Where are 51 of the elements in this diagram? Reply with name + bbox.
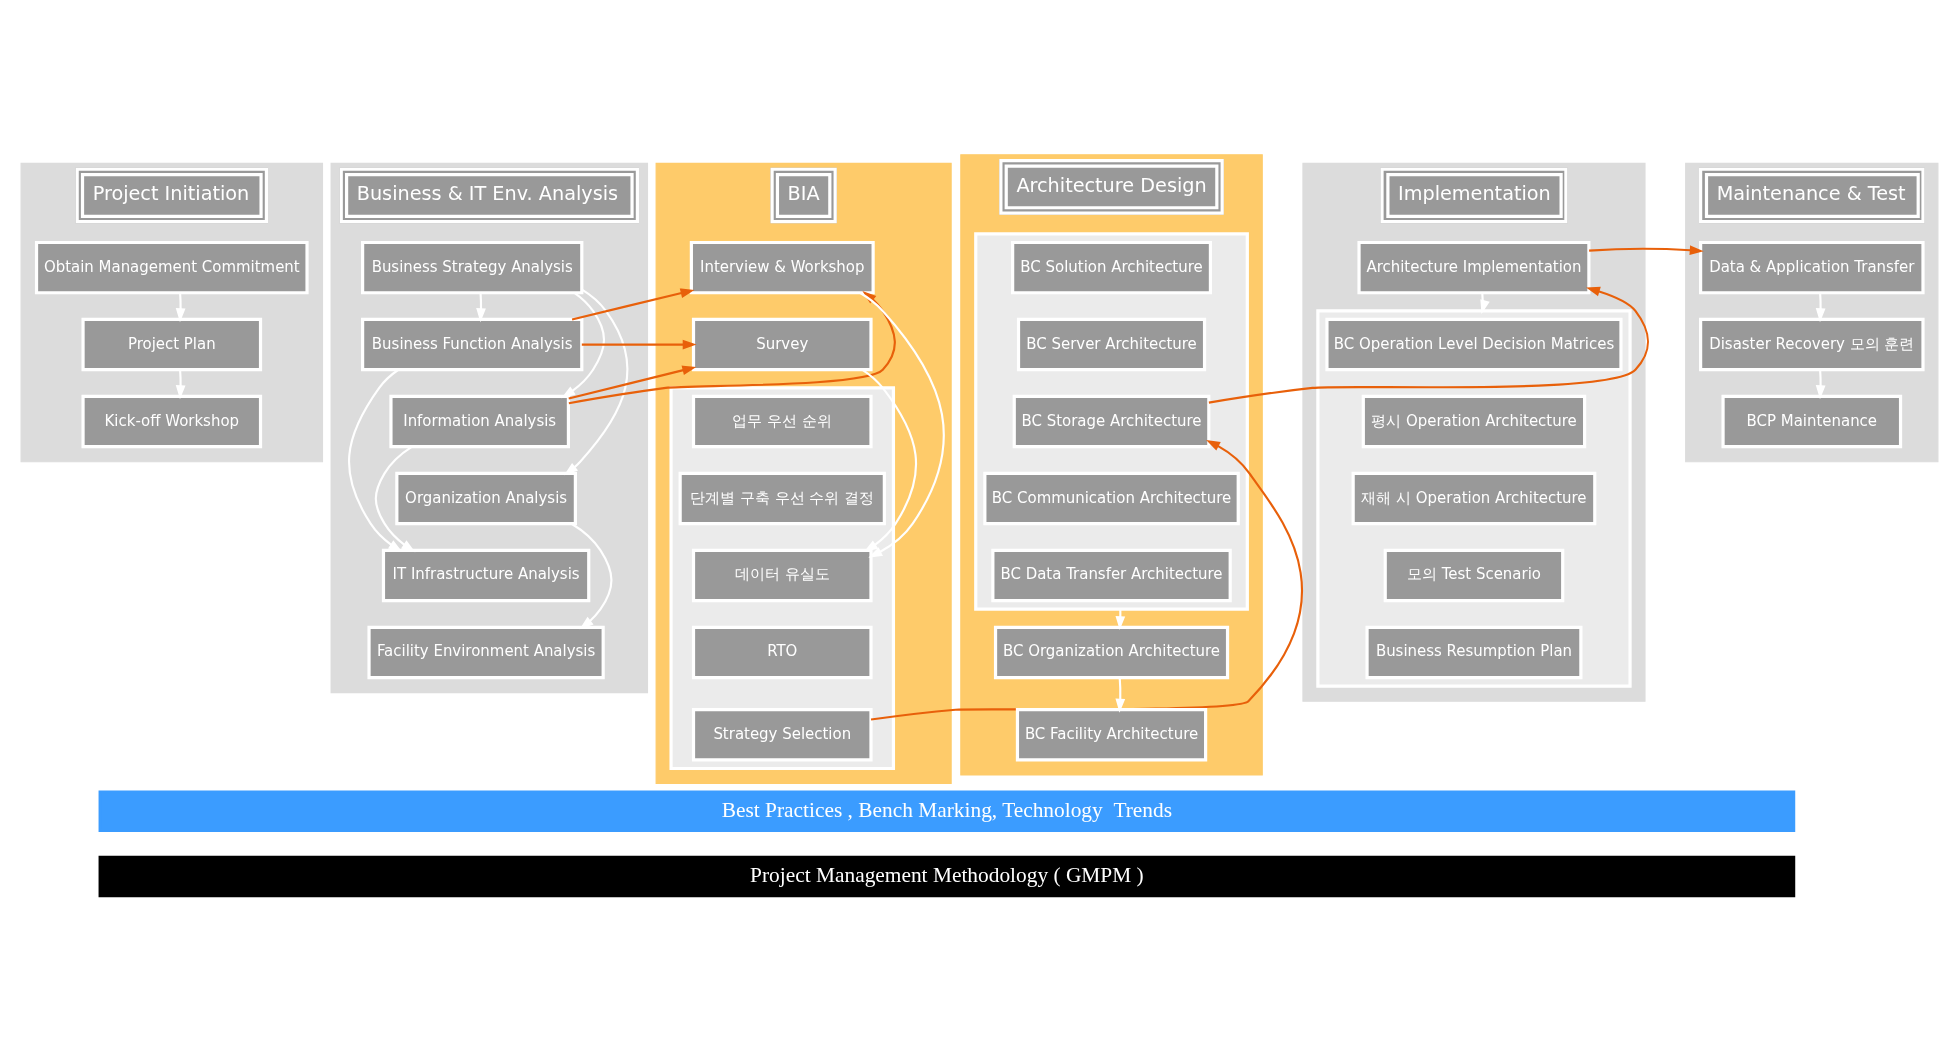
- arrow: [1589, 245, 1704, 256]
- node-box: BC Data Transfer Architecture: [991, 548, 1232, 603]
- node-box: IT Infrastructure Analysis: [381, 548, 591, 603]
- node-box: BC Storage Architecture: [1012, 394, 1211, 449]
- arrow: [561, 292, 606, 399]
- arrow: [175, 369, 186, 400]
- arrow: [571, 288, 695, 321]
- node-box: Survey: [691, 317, 873, 372]
- arrow: [568, 365, 697, 400]
- node-box: Project Plan: [81, 317, 263, 372]
- node-box: Kick-off Workshop: [81, 394, 263, 449]
- node-box: BC Facility Architecture: [1015, 708, 1208, 762]
- node-box: 평시 Operation Architecture: [1361, 394, 1587, 449]
- node-box: RTO: [691, 625, 873, 680]
- node-box: Information Analysis: [389, 394, 571, 449]
- node-box: 모의 Test Scenario: [1383, 548, 1565, 603]
- arrow: [861, 368, 918, 553]
- node-box: Business Function Analysis: [361, 317, 584, 372]
- node-box: Business Strategy Analysis: [361, 240, 584, 295]
- cluster: [669, 386, 896, 771]
- node-box: 단계별 구축 우선 수위 결정: [678, 471, 886, 526]
- node-box: 재해 시 Operation Architecture: [1351, 471, 1597, 526]
- node-box: Interview & Workshop: [689, 240, 875, 295]
- node-box: BC Solution Architecture: [1011, 240, 1213, 295]
- arrow: [1208, 286, 1649, 404]
- arrow: [1115, 677, 1126, 713]
- node-box: Architecture Implementation: [1357, 240, 1591, 295]
- node-box: Business Resumption Plan: [1365, 625, 1583, 680]
- arrow: [175, 292, 186, 323]
- node-box: Best Practices , Bench Marking, Technology Trends: [98, 790, 1796, 833]
- arrow: [581, 339, 697, 350]
- node-box: Data & Application Transfer: [1699, 240, 1925, 295]
- node-box: Facility Environment Analysis: [367, 625, 605, 680]
- node-box: Project Management Methodology ( GMPM ): [98, 855, 1796, 898]
- node-box: 업무 우선 순위: [691, 394, 873, 449]
- arrow: [1815, 292, 1826, 323]
- node-box: BC Organization Architecture: [993, 625, 1230, 680]
- node-box: Strategy Selection: [691, 708, 873, 762]
- node-box: Organization Analysis: [395, 471, 577, 526]
- arrow: [564, 288, 629, 476]
- node-box: BCP Maintenance: [1721, 394, 1903, 449]
- node-box: BC Operation Level Decision Matrices: [1325, 317, 1623, 372]
- node-box: 데이터 유실도: [691, 548, 873, 603]
- arrow: [1815, 369, 1826, 400]
- node-box: BC Communication Architecture: [983, 471, 1240, 526]
- cluster: [1316, 309, 1632, 688]
- node-box: Obtain Management Commitment: [34, 240, 309, 295]
- arrow: [571, 522, 613, 630]
- node-box: Disaster Recovery 모의 훈련: [1699, 317, 1925, 372]
- cluster: [974, 232, 1249, 611]
- node-box: BC Server Architecture: [1016, 317, 1207, 372]
